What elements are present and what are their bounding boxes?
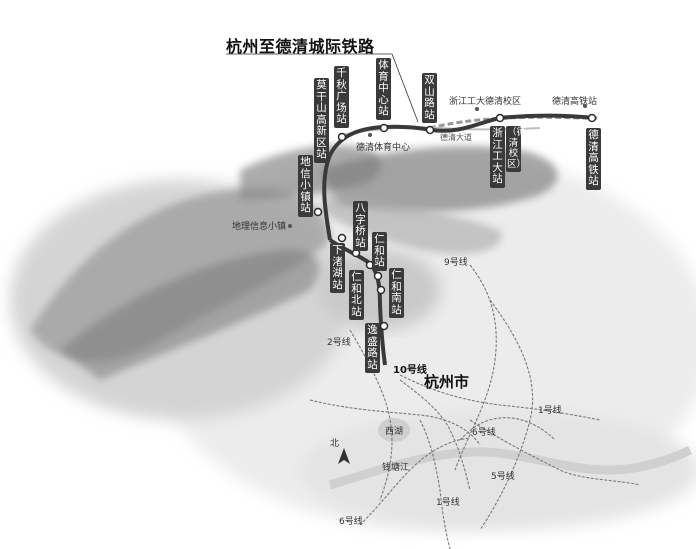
station-dot-tiyu xyxy=(379,123,389,133)
station-dot-renhenan xyxy=(376,285,386,295)
station-label-zjut: 浙江工大站 xyxy=(490,126,505,188)
north-label: 北 xyxy=(330,439,340,449)
leader-lines xyxy=(226,53,419,123)
place-qiantang: 钱塘江 xyxy=(382,463,410,473)
station-label-renhebei: 仁和北站 xyxy=(349,270,364,320)
place-zjut-campus: 浙江工大德清校区 xyxy=(449,97,522,107)
station-markers xyxy=(313,113,597,331)
line-label-6b: 6号线 xyxy=(339,517,363,527)
place-west-lake: 西湖 xyxy=(385,427,404,437)
map-title: 杭州至德清城际铁路 xyxy=(226,37,375,56)
line-label-2: 2号线 xyxy=(327,338,351,348)
station-dot-qianqiu xyxy=(337,132,347,142)
metro-line-6b xyxy=(359,437,471,526)
metro-line-2 xyxy=(349,329,393,501)
metro-line-1b xyxy=(419,419,451,549)
station-label-dixin: 地信小镇站 xyxy=(298,155,313,217)
city-label: 杭州市 xyxy=(424,373,470,391)
line-label-5: 5号线 xyxy=(491,472,515,482)
metro-line-y xyxy=(399,379,471,491)
terrain xyxy=(10,145,696,530)
metro-lines xyxy=(309,264,641,549)
place-deqing-sports: 德清体育中心 xyxy=(356,143,411,153)
metro-line-6 xyxy=(459,417,556,441)
west-lake xyxy=(378,418,410,442)
station-label-xisheng: 逸盛路站 xyxy=(365,323,380,373)
qiantang-river xyxy=(328,445,693,490)
line-label-10: 10号线 xyxy=(393,365,427,376)
metro-line-9 xyxy=(454,264,497,471)
station-label-qianqiu: 千秋广场站 xyxy=(334,66,349,128)
station-dot-shuangshan xyxy=(425,125,435,135)
station-dot-zjut xyxy=(495,113,505,123)
station-dot-deqing-hsr xyxy=(587,113,597,123)
metro-line-z xyxy=(479,299,534,531)
station-label-shuangshan: 双山路站 xyxy=(422,73,437,123)
station-label-bazi: 八字桥站 xyxy=(353,201,368,251)
line-label-1b: 1号线 xyxy=(436,498,460,508)
place-dots xyxy=(288,104,587,228)
line-label-6: 6号线 xyxy=(472,428,496,438)
place-dixin-town: 地理信息小镇 xyxy=(232,222,287,232)
line-label-1a: 1号线 xyxy=(538,406,562,416)
station-label-deqing-hsr: 德清高铁站 xyxy=(586,128,601,190)
north-arrow-icon xyxy=(338,448,350,464)
place-deqing-hsr: 德清高铁站 xyxy=(552,97,598,107)
metro-line-x xyxy=(309,399,481,446)
station-dot-dixin xyxy=(313,207,323,217)
station-label-renhenan: 仁和南站 xyxy=(389,268,404,318)
station-label-zjut-sub: （德清校区） xyxy=(506,126,526,172)
station-dot-renhe xyxy=(373,271,383,281)
station-label-renhe: 仁和站 xyxy=(372,232,387,271)
intercity-line-north xyxy=(322,113,596,241)
place-deqing-avenue: 德清大道 xyxy=(440,133,472,142)
station-dot-xisheng xyxy=(379,321,389,331)
line-label-9: 9号线 xyxy=(444,258,468,268)
station-dot-xiazhuhu xyxy=(337,233,347,243)
metro-line-5 xyxy=(469,419,641,486)
station-label-xiazhuhu: 下渚湖站 xyxy=(330,243,345,293)
station-label-tiyu: 体育中心站 xyxy=(376,58,391,120)
metro-line-1a xyxy=(399,374,601,421)
station-label-moganshan: 莫干山高新区站 xyxy=(314,78,329,163)
